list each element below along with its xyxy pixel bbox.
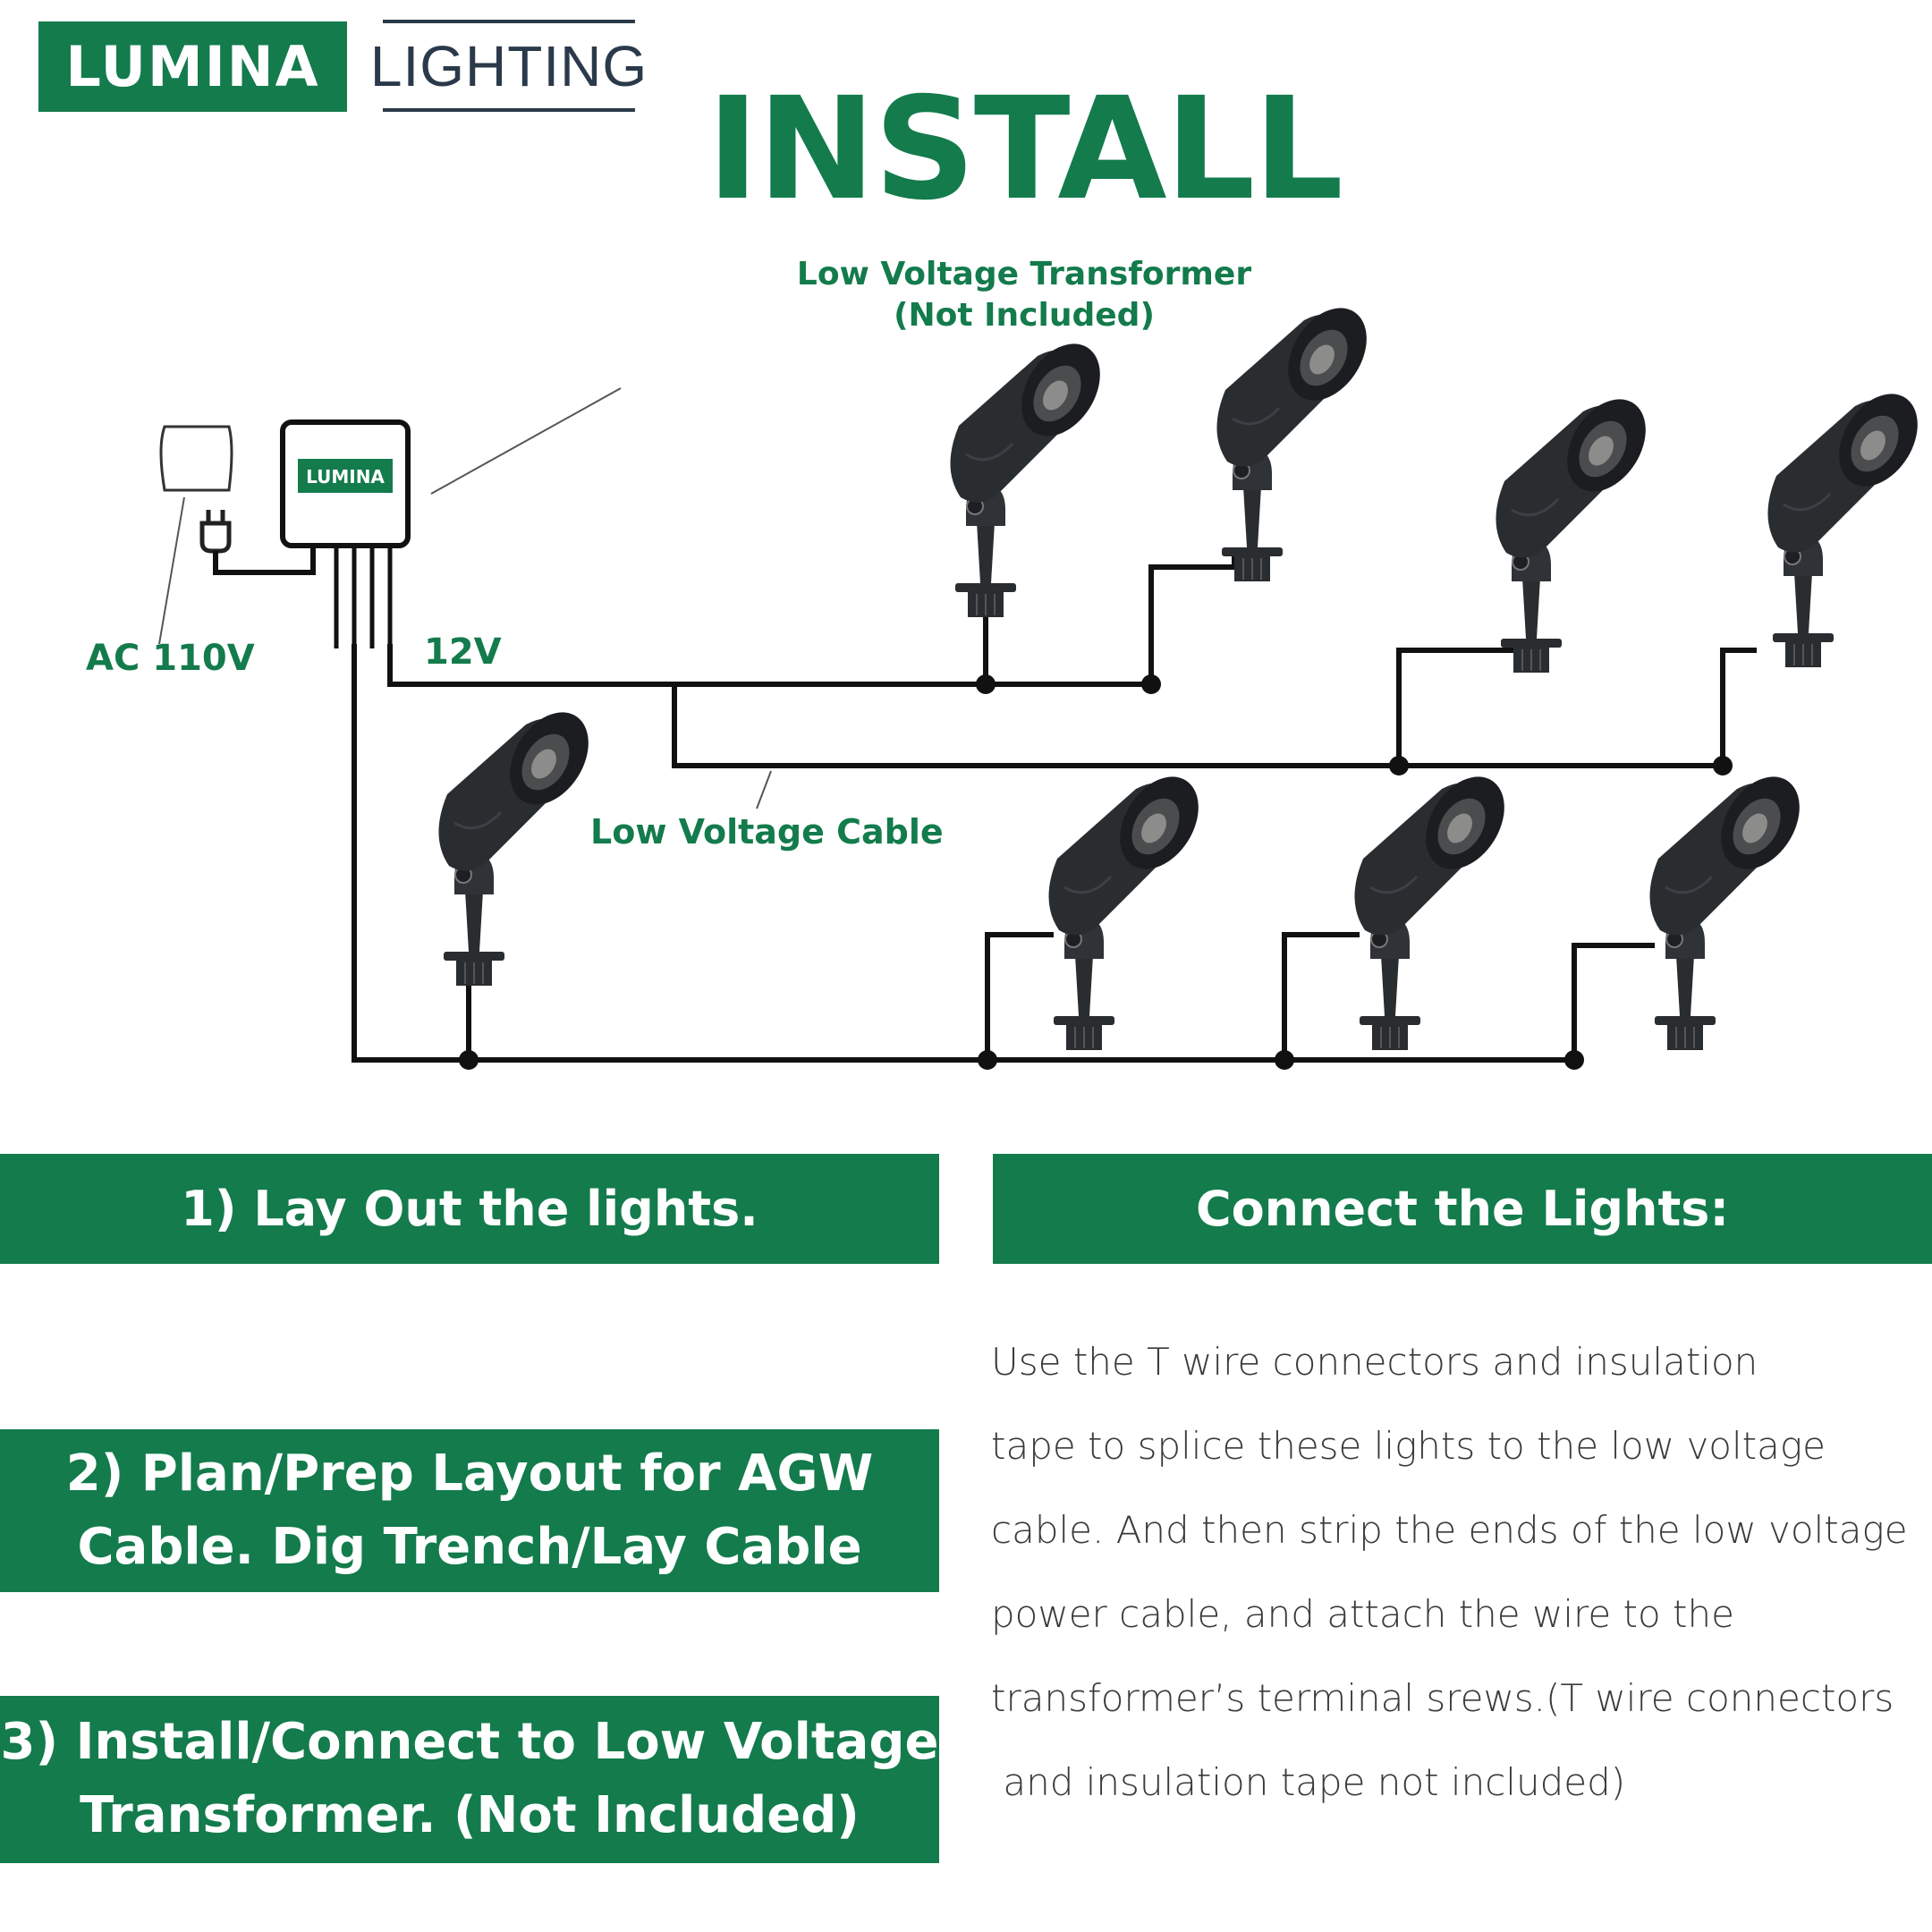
splice-dots	[459, 674, 1733, 1070]
instruction-line: transformer’s terminal srews.(T wire con…	[991, 1676, 1894, 1720]
cable-label: Low Voltage Cable	[590, 812, 944, 852]
spotlight-icon	[1766, 377, 1932, 669]
spotlight-icon	[1494, 383, 1664, 674]
step-2-line-1: 2) Plan/Prep Layout for AGW	[65, 1445, 874, 1503]
step-1-banner: 1) Lay Out the lights.	[0, 1154, 939, 1264]
dc-voltage-label: 12V	[424, 631, 502, 673]
transformer-label-line-1: Low Voltage Transformer	[796, 256, 1252, 292]
transformer-box: LUMINA	[280, 419, 411, 648]
instruction-line: cable. And then strip the ends of the lo…	[991, 1508, 1908, 1552]
spotlight-icon	[1046, 760, 1216, 1052]
connect-heading: Connect the Lights:	[993, 1154, 1932, 1264]
wiring-diagram: LUMINA	[158, 292, 1932, 1070]
page-title: INSTALL	[707, 67, 1343, 232]
step-2-line-2: Cable. Dig Trench/Lay Cable	[77, 1518, 862, 1576]
step-3-line-2: Transformer. (Not Included)	[80, 1786, 860, 1844]
brand-logo-lighting: LIGHTING	[370, 20, 647, 112]
instruction-line: tape to splice these lights to the low v…	[991, 1424, 1826, 1468]
instruction-line: power cable, and attach the wire to the	[991, 1592, 1734, 1636]
spotlight-icon	[948, 327, 1118, 619]
step-3-line-1: 3) Install/Connect to Low Voltage	[0, 1713, 939, 1771]
step-3-banner: 3) Install/Connect to Low Voltage Transf…	[0, 1696, 939, 1863]
low-voltage-wiring	[352, 553, 1757, 1063]
spotlight-icon	[1352, 760, 1522, 1052]
spotlight-icon	[1215, 292, 1385, 583]
spotlight-icon	[1648, 760, 1818, 1052]
wall-plug-icon	[159, 425, 316, 575]
instruction-line: Use the T wire connectors and insulation	[991, 1340, 1758, 1384]
transformer-brand-label: LUMINA	[306, 466, 385, 487]
ac-voltage-label: AC 110V	[86, 638, 255, 679]
transformer-label-line-2: (Not Included)	[894, 297, 1155, 334]
connect-instructions: Use the T wire connectors and insulation…	[991, 1320, 1921, 1825]
brand-logo-lumina: LUMINA	[38, 21, 347, 112]
instruction-line: and insulation tape not included)	[991, 1760, 1626, 1804]
transformer-label: Low Voltage Transformer (Not Included)	[742, 254, 1306, 336]
spotlight-icon	[436, 696, 606, 987]
step-2-banner: 2) Plan/Prep Layout for AGW Cable. Dig T…	[0, 1429, 939, 1592]
